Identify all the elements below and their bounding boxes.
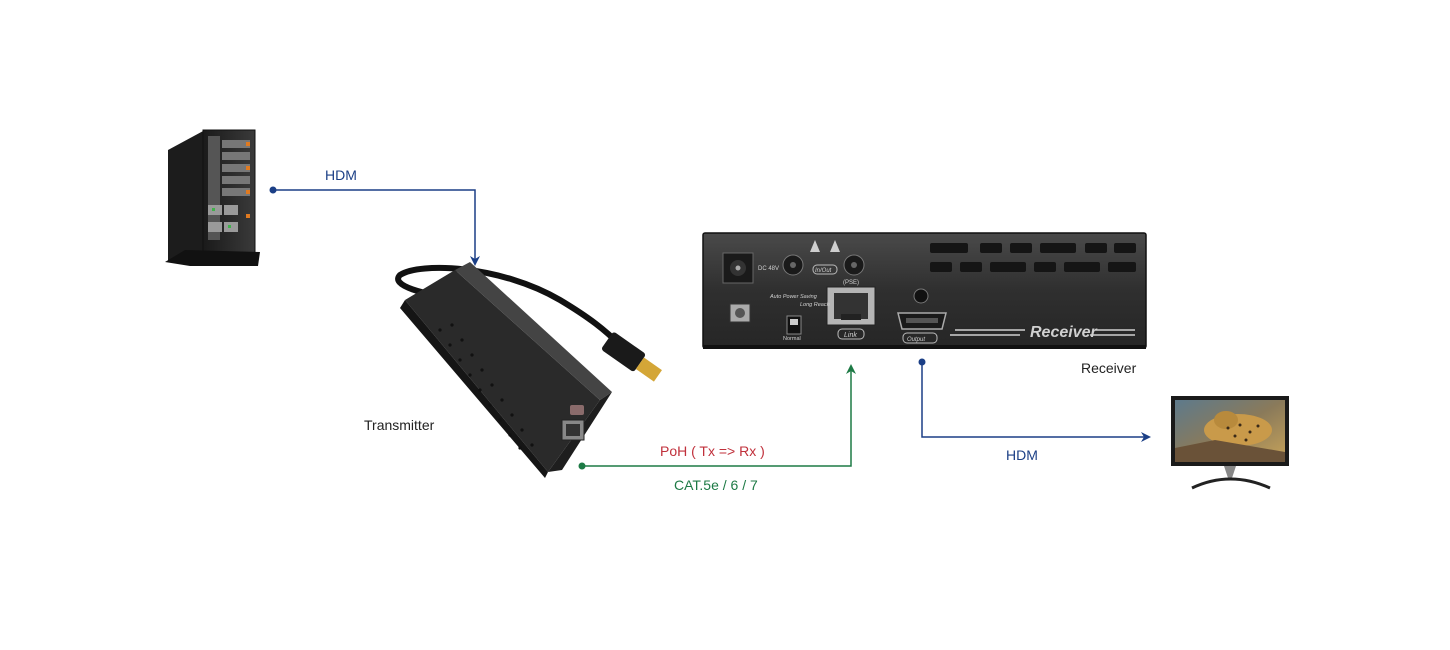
dc-input-label: DC 48V xyxy=(758,266,779,272)
cable-type-label: CAT.5e / 6 / 7 xyxy=(674,477,758,493)
cat-cable-connector xyxy=(578,364,856,470)
hdmi-input-label: HDM xyxy=(325,167,357,183)
long-reach-label: Long Reach xyxy=(800,302,830,308)
hdmi-output-label: HDM xyxy=(1006,447,1038,463)
server-icon xyxy=(165,129,260,266)
inout-label: In/Out xyxy=(815,268,832,274)
receiver-brand-text: Receiver xyxy=(1030,324,1097,341)
normal-label: Normal xyxy=(783,336,801,342)
hdmi-output-connector xyxy=(918,358,1151,442)
transmitter-device xyxy=(395,262,662,478)
receiver-device xyxy=(702,232,1147,349)
auto-power-label: Auto Power Saving xyxy=(769,294,818,300)
pse-label: (PSE) xyxy=(843,280,859,286)
monitor-icon xyxy=(1171,396,1289,490)
poh-label: PoH ( Tx => Rx ) xyxy=(660,443,765,459)
link-label: Link xyxy=(844,332,857,339)
output-label: Output xyxy=(907,337,925,343)
receiver-label: Receiver xyxy=(1081,360,1137,376)
transmitter-label: Transmitter xyxy=(364,417,435,433)
hdmi-input-connector xyxy=(269,186,480,266)
